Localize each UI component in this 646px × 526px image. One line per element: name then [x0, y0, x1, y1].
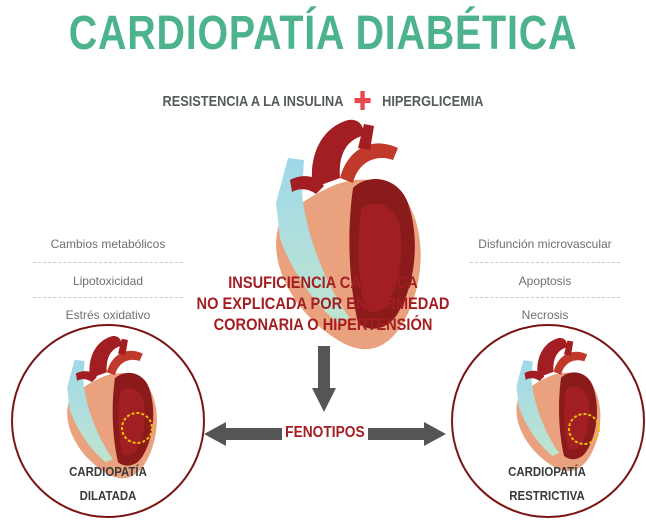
down-arrow-icon — [312, 346, 336, 412]
phenotype-line: CARDIOPATÍA — [69, 464, 147, 479]
factor-divider — [33, 262, 183, 263]
factor-divider — [470, 262, 620, 263]
page-title: CARDIOPATÍA DIABÉTICA — [68, 7, 578, 60]
subtitle-right: HIPERGLICEMIA — [382, 93, 484, 110]
main-statement-line: NO EXPLICADA POR ENFERMEDAD — [196, 294, 450, 313]
phenotype-label-restrictive: CARDIOPATÍA RESTRICTIVA — [490, 460, 604, 508]
subtitle: RESISTENCIA A LA INSULINA ✚ HIPERGLICEMI… — [48, 86, 597, 117]
dilated-cardiomyopathy-circle — [11, 324, 205, 518]
restrictive-cardiomyopathy-circle — [451, 324, 645, 518]
factor-divider — [33, 297, 183, 298]
phenotype-line: RESTRICTIVA — [509, 488, 585, 503]
factor-divider — [470, 297, 620, 298]
main-statement-line: INSUFICIENCIA CARDIACA — [228, 273, 418, 292]
factor-item: Estrés oxidativo — [65, 308, 151, 322]
left-arrow-icon — [204, 422, 282, 446]
fenotipos-label: FENOTIPOS — [285, 424, 365, 441]
factor-item: Lipotoxicidad — [72, 274, 144, 288]
right-arrow-icon — [368, 422, 446, 446]
factor-item: Necrosis — [521, 308, 569, 322]
main-statement: INSUFICIENCIA CARDIACA NO EXPLICADA POR … — [45, 272, 601, 335]
main-statement-line: CORONARIA O HIPERTENSIÓN — [213, 315, 433, 334]
factor-item: Disfunción microvascular — [478, 237, 612, 251]
subtitle-left: RESISTENCIA A LA INSULINA — [162, 93, 343, 110]
phenotype-line: DILATADA — [79, 488, 137, 503]
plus-icon: ✚ — [353, 86, 372, 116]
factor-item: Cambios metabólicos — [50, 237, 166, 251]
factor-item: Apoptosis — [518, 274, 572, 288]
phenotype-line: CARDIOPATÍA — [508, 464, 586, 479]
phenotype-label-dilated: CARDIOPATÍA DILATADA — [51, 460, 165, 508]
